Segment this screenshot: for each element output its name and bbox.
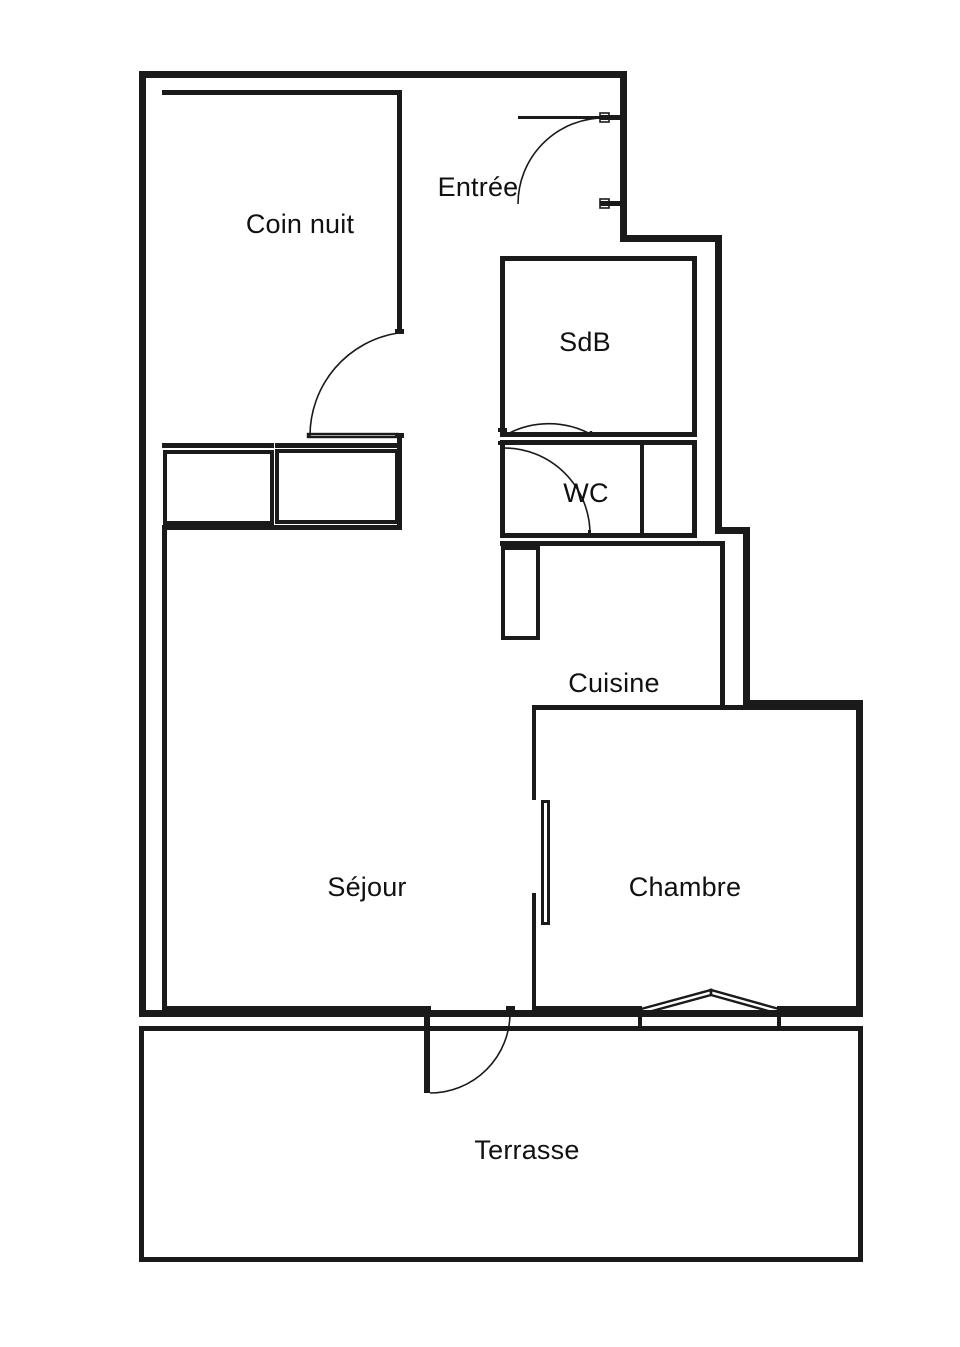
room-cuisine-walls bbox=[500, 541, 725, 707]
room-label-sejour: Séjour bbox=[327, 872, 406, 902]
room-sdb-walls bbox=[498, 256, 697, 437]
room-coin-nuit-walls bbox=[162, 90, 404, 525]
sejour-north-wall bbox=[162, 443, 402, 530]
sdb-door[interactable] bbox=[503, 422, 593, 437]
room-label-cuisine: Cuisine bbox=[568, 668, 659, 698]
room-label-chambre: Chambre bbox=[629, 872, 741, 902]
room-label-entree: Entrée bbox=[438, 172, 519, 202]
chambre-french-window[interactable] bbox=[638, 988, 781, 1026]
room-label-wc: WC bbox=[563, 478, 608, 508]
wc-door[interactable] bbox=[503, 447, 591, 536]
sejour-south-wall bbox=[162, 530, 424, 1011]
room-labels: Coin nuit Entrée SdB WC Cuisine Séjour C… bbox=[246, 172, 741, 1165]
coin-nuit-wardrobe-right bbox=[275, 449, 399, 524]
coin-nuit-door[interactable] bbox=[306, 332, 400, 439]
entrance-door[interactable] bbox=[517, 112, 622, 209]
room-label-sdb: SdB bbox=[559, 327, 611, 357]
room-label-coin-nuit: Coin nuit bbox=[246, 209, 355, 239]
room-wc-walls bbox=[498, 440, 697, 538]
chambre-sliding-door[interactable] bbox=[541, 800, 550, 925]
coin-nuit-wardrobe-left bbox=[163, 450, 274, 525]
room-label-terrasse: Terrasse bbox=[474, 1135, 579, 1165]
room-chambre-walls bbox=[532, 705, 857, 1010]
terrace-door[interactable] bbox=[422, 1006, 515, 1094]
